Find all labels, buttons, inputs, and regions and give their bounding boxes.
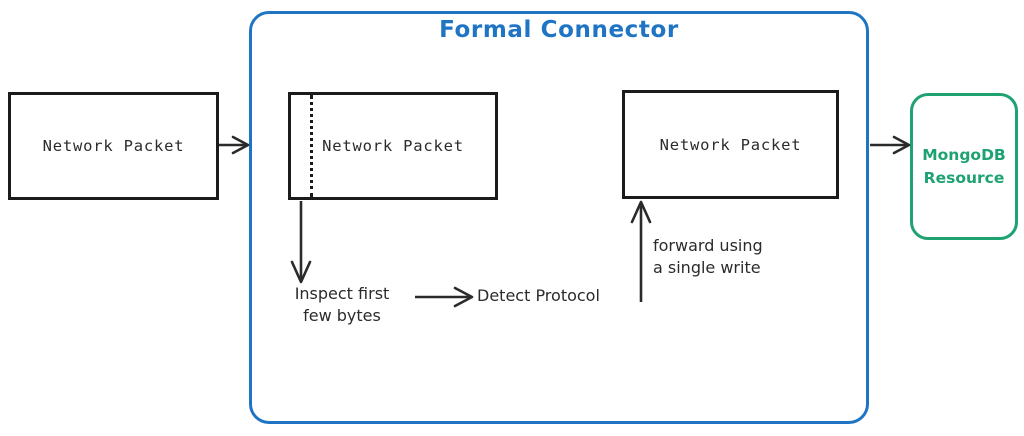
network-packet-label: Network Packet xyxy=(659,135,802,154)
formal-connector-container xyxy=(249,11,869,424)
inspect-note-line1: Inspect first xyxy=(294,284,390,303)
formal-connector-title: Formal Connector xyxy=(439,17,679,43)
network-packet-box-incoming: Network Packet xyxy=(8,92,219,200)
forward-using-single-write-note: forward using a single write xyxy=(653,235,763,278)
mongodb-resource-label-line2: Resource xyxy=(923,168,1005,187)
network-packet-label: Network Packet xyxy=(322,137,464,155)
detect-protocol-note: Detect Protocol xyxy=(477,286,600,305)
network-packet-label: Network Packet xyxy=(42,137,185,155)
inspect-first-few-bytes-note: Inspect first few bytes xyxy=(277,283,407,326)
network-packet-box-inspected: Network Packet xyxy=(288,92,498,200)
arrow-ingress-icon xyxy=(219,135,250,155)
inspect-note-line2: few bytes xyxy=(303,305,381,325)
packet-header-divider xyxy=(310,95,313,197)
arrow-egress-icon xyxy=(870,135,911,155)
mongodb-resource-box: MongoDB Resource xyxy=(910,93,1018,240)
mongodb-resource-label-line1: MongoDB xyxy=(922,146,1006,165)
forward-note-line2: a single write xyxy=(653,257,761,277)
network-packet-box-forwarded: Network Packet xyxy=(622,90,839,199)
forward-note-line1: forward using xyxy=(653,236,763,255)
